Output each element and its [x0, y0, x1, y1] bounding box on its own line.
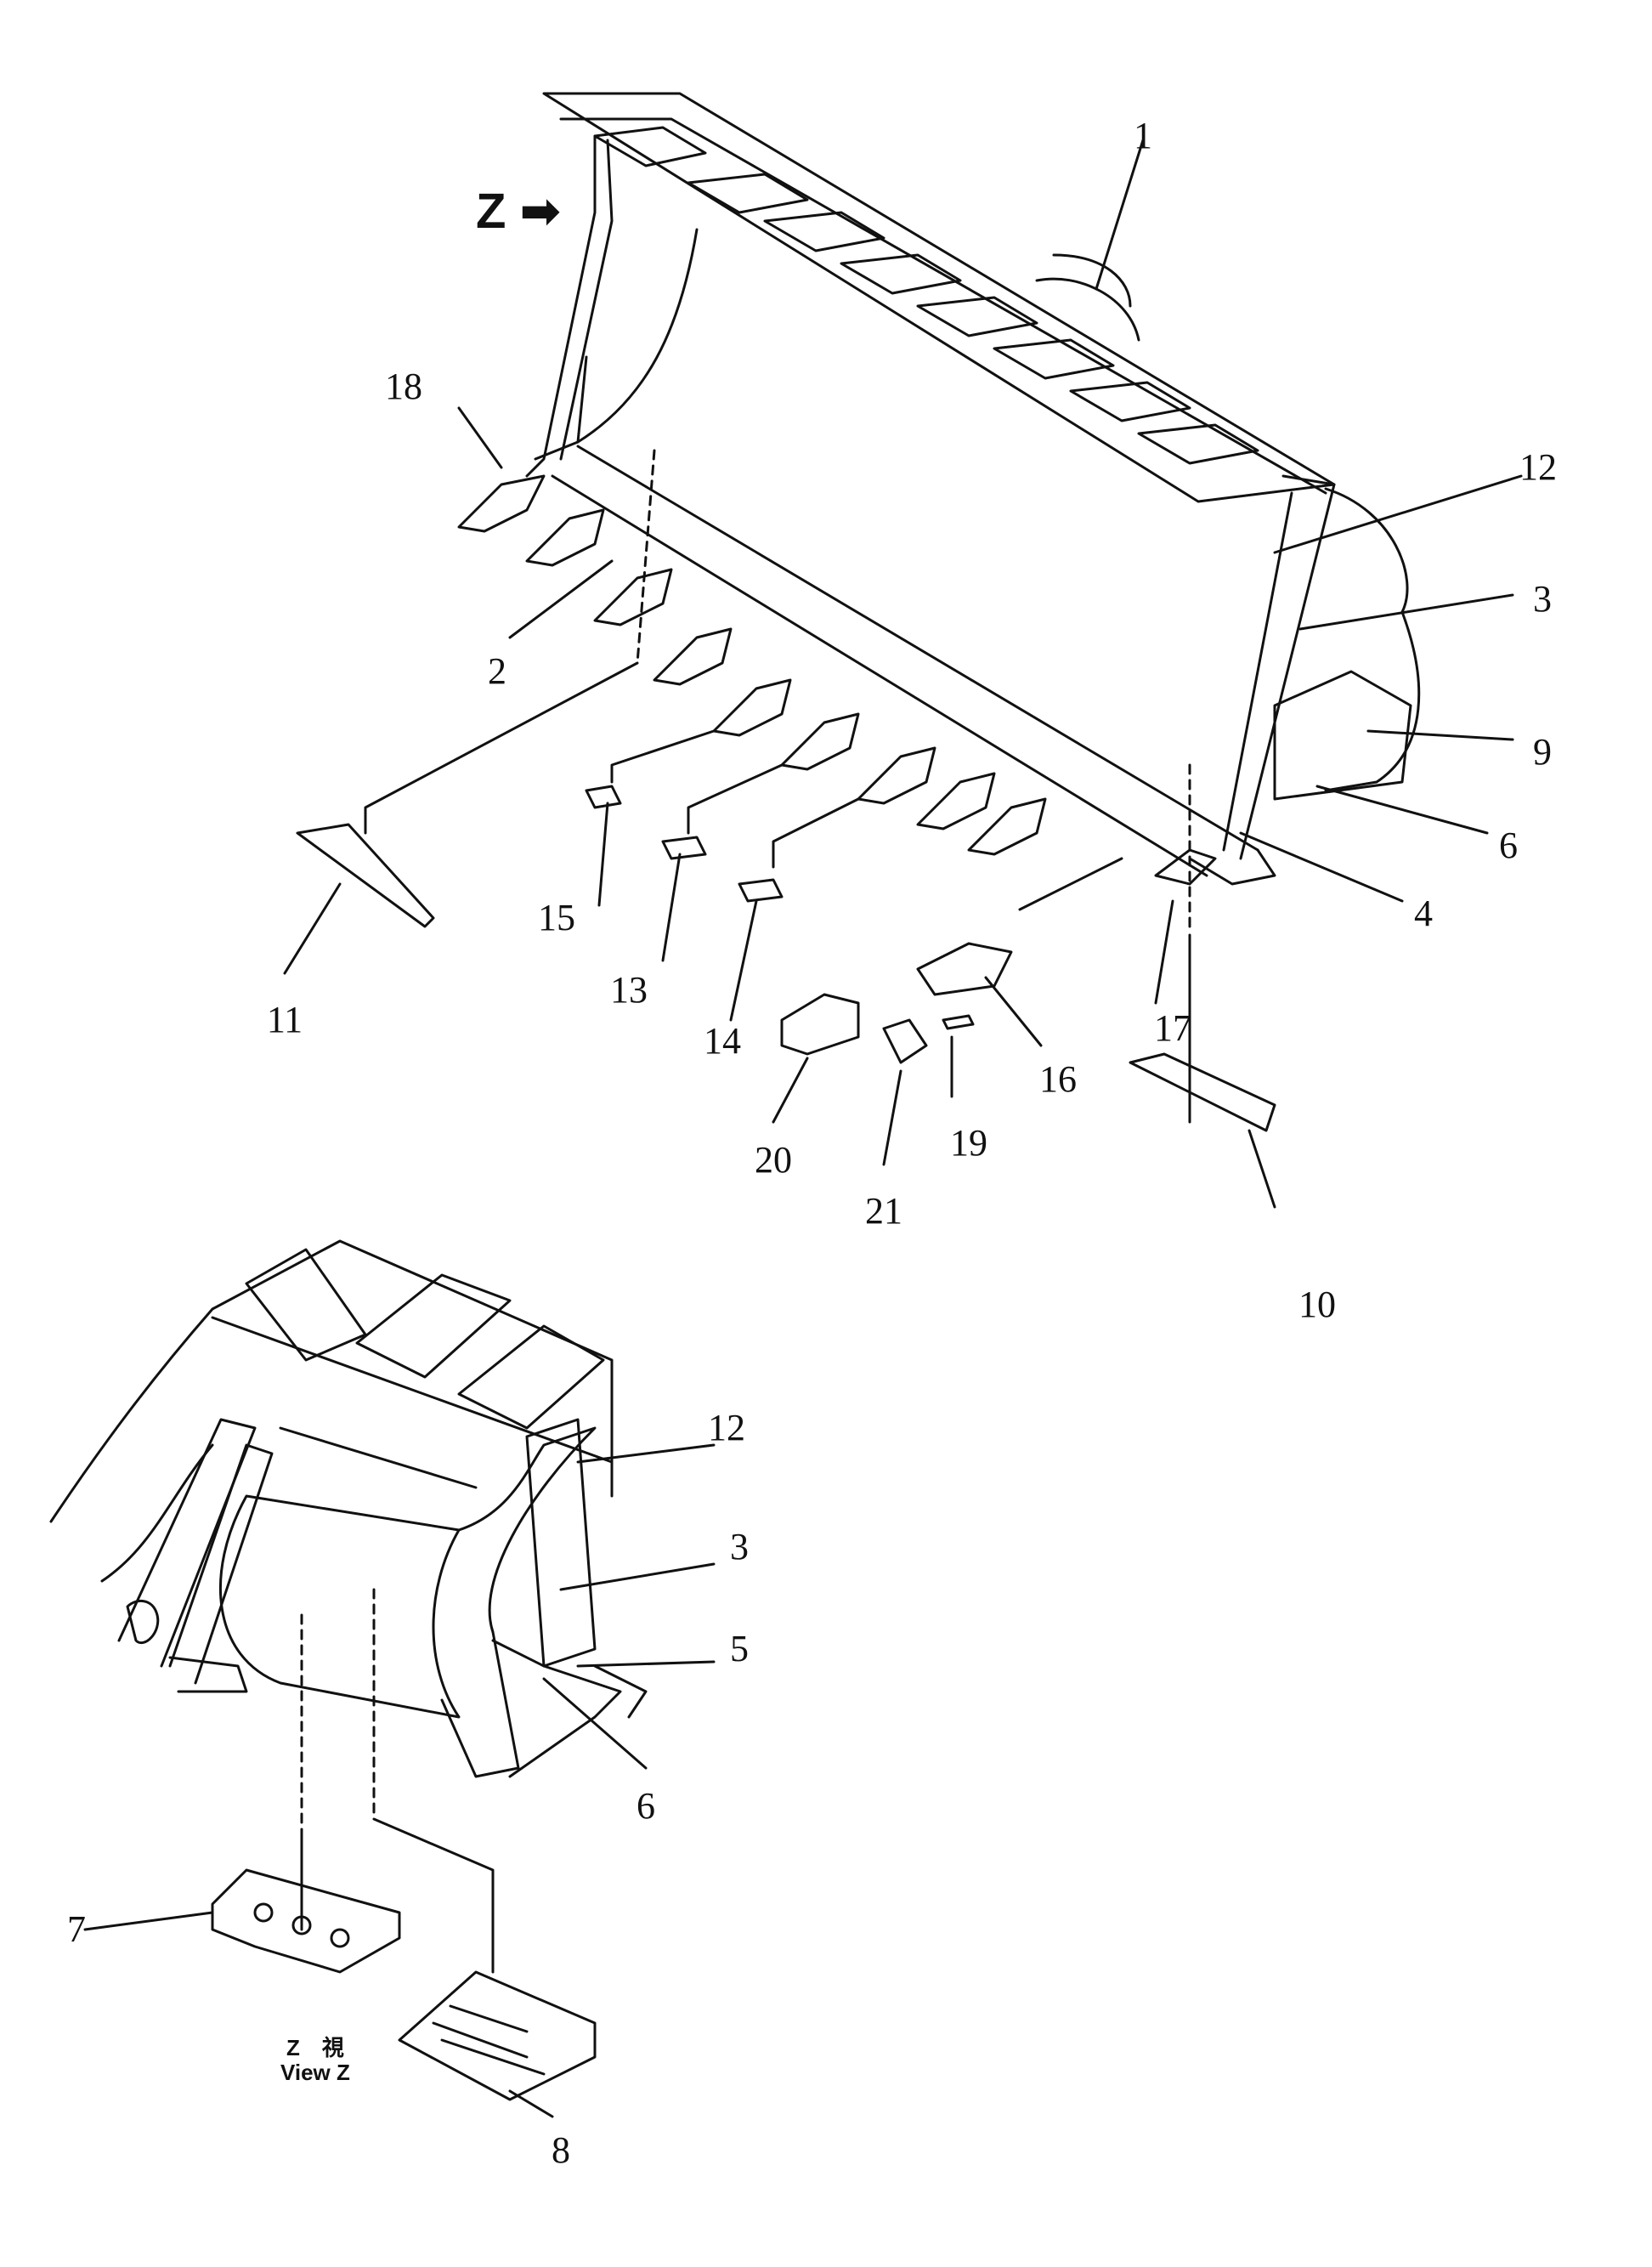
part-8-shape	[398, 1970, 597, 2101]
view-z-caption: Z 視 View Z	[280, 2036, 350, 2084]
part-14-shape	[738, 878, 784, 903]
part-20-shape	[780, 993, 860, 1056]
callout-21: 21	[865, 1190, 902, 1232]
callout-12-bottom: 12	[708, 1407, 745, 1448]
bucket-top-assembly	[364, 92, 1421, 1124]
left-side-plate	[525, 134, 597, 478]
callout-11: 11	[266, 999, 303, 1040]
part-13-shape	[661, 836, 707, 860]
callout-20: 20	[755, 1139, 792, 1181]
callout-6-bottom: 6	[636, 1785, 655, 1827]
callout-8: 8	[552, 2129, 570, 2171]
teeth-row	[457, 474, 1217, 886]
callout-9: 9	[1533, 731, 1552, 773]
callout-3-top: 3	[1533, 578, 1552, 620]
bucket-view-z	[49, 1239, 648, 1974]
arrow-right-icon: ➡	[506, 184, 562, 239]
part-11-shape	[296, 823, 435, 928]
callout-1: 1	[1134, 115, 1152, 156]
callout-2: 2	[488, 650, 506, 692]
right-side-plate	[1239, 474, 1336, 860]
callout-14: 14	[704, 1020, 741, 1062]
callout-17: 17	[1154, 1007, 1191, 1049]
part-16-shape	[916, 942, 1013, 996]
callout-16: 16	[1039, 1058, 1077, 1100]
callout-15: 15	[538, 897, 575, 938]
callout-12-top: 12	[1519, 446, 1557, 488]
part-7-shape	[211, 1868, 401, 1974]
callout-18: 18	[385, 366, 422, 407]
part-10-shape	[1129, 1052, 1276, 1132]
part-21-shape	[882, 1018, 928, 1064]
callout-5: 5	[730, 1628, 749, 1669]
callout-10: 10	[1298, 1284, 1336, 1325]
callout-13: 13	[610, 969, 648, 1011]
callout-19: 19	[950, 1122, 987, 1164]
view-z-caption-en: View Z	[280, 2059, 350, 2085]
callout-7: 7	[67, 1908, 86, 1950]
callout-6-top: 6	[1499, 825, 1518, 866]
part-19-shape	[942, 1014, 975, 1030]
callout-4: 4	[1414, 893, 1433, 934]
view-z-marker: Z ➡	[476, 184, 562, 239]
callout-3-bottom: 3	[730, 1526, 749, 1567]
part-15-shape	[585, 785, 622, 809]
view-z-caption-jp: Z 視	[286, 2035, 344, 2060]
